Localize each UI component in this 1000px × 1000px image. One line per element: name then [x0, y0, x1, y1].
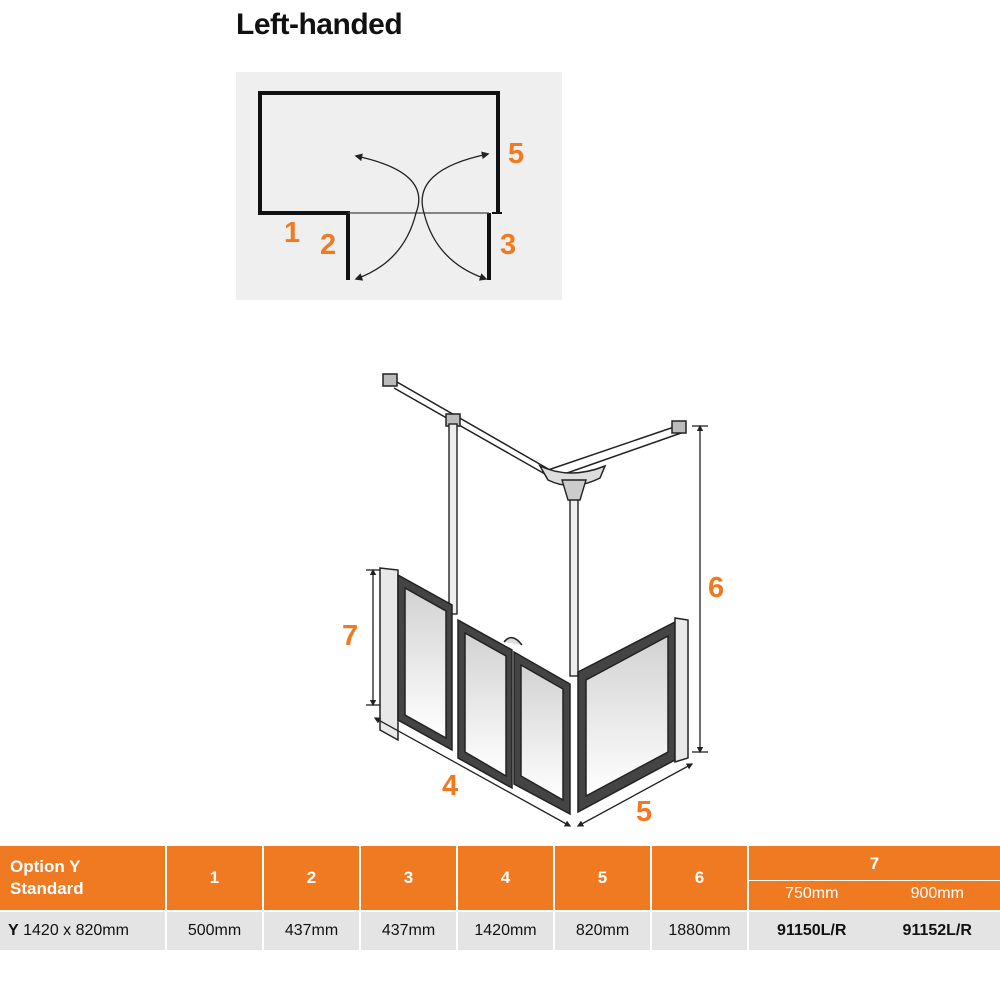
- header-col-3: 3: [360, 846, 458, 911]
- header-col-1: 1: [166, 846, 264, 911]
- iso-label-7: 7: [342, 620, 359, 652]
- header-750: 750mm: [785, 884, 839, 902]
- page-title: Left-handed: [236, 8, 403, 41]
- table-row: Y 1420 x 820mm 500mm 437mm 437mm 1420mm …: [0, 910, 1000, 950]
- dimension-lines: [366, 424, 708, 827]
- top-rail: [382, 373, 687, 487]
- row-val-4: 1420mm: [457, 910, 555, 950]
- wall-outline: [258, 91, 500, 215]
- row-option-cell: Y 1420 x 820mm: [0, 910, 167, 950]
- plan-label-1: 1: [284, 217, 301, 249]
- fixed-panel-right: [577, 617, 689, 814]
- row-val-3: 437mm: [360, 910, 458, 950]
- header-option-cell: Option Y Standard: [0, 846, 167, 911]
- plan-label-3: 3: [500, 229, 517, 261]
- header-col-5: 5: [554, 846, 652, 911]
- row-val-2: 437mm: [263, 910, 361, 950]
- row-val-6: 1880mm: [651, 910, 749, 950]
- door-swing-right: [421, 151, 490, 281]
- row-codes-cell: 91150L/R 91152L/R: [748, 910, 1000, 950]
- iso-label-5: 5: [636, 796, 653, 828]
- header-col-7: 7 750mm 900mm: [748, 846, 1000, 911]
- row-code-900: 91152L/R: [902, 922, 972, 939]
- plan-view-diagram: [236, 72, 562, 300]
- plan-view-drawing: [258, 91, 502, 281]
- header-col-6: 6: [651, 846, 749, 911]
- header-col-7-label: 7: [869, 853, 880, 873]
- support-pole: [448, 423, 587, 677]
- isometric-drawing: [366, 373, 708, 827]
- iso-label-4: 4: [442, 770, 459, 802]
- spec-table: Option Y Standard 1 2 3 4 5 6 7 750mm 90…: [0, 846, 1000, 950]
- header-col-7-sub: 750mm 900mm: [749, 879, 1000, 903]
- header-standard: Standard: [10, 879, 84, 898]
- header-option: Option Y: [10, 857, 81, 876]
- door-swing-left: [354, 153, 420, 281]
- header-col-4: 4: [457, 846, 555, 911]
- fixed-panel-left: [379, 567, 453, 752]
- door-leaf-right: [503, 636, 571, 816]
- row-val-5: 820mm: [554, 910, 652, 950]
- iso-label-6: 6: [708, 572, 725, 604]
- door-leaf-left: [457, 618, 513, 790]
- row-option: Y: [8, 922, 19, 939]
- plan-label-2: 2: [320, 229, 337, 261]
- row-size: 1420 x 820mm: [23, 922, 129, 939]
- plan-label-5: 5: [508, 138, 525, 170]
- table-header-row: Option Y Standard 1 2 3 4 5 6 7 750mm 90…: [0, 846, 1000, 911]
- row-val-1: 500mm: [166, 910, 264, 950]
- header-900: 900mm: [910, 884, 964, 902]
- header-col-2: 2: [263, 846, 361, 911]
- row-code-750: 91150L/R: [777, 922, 847, 939]
